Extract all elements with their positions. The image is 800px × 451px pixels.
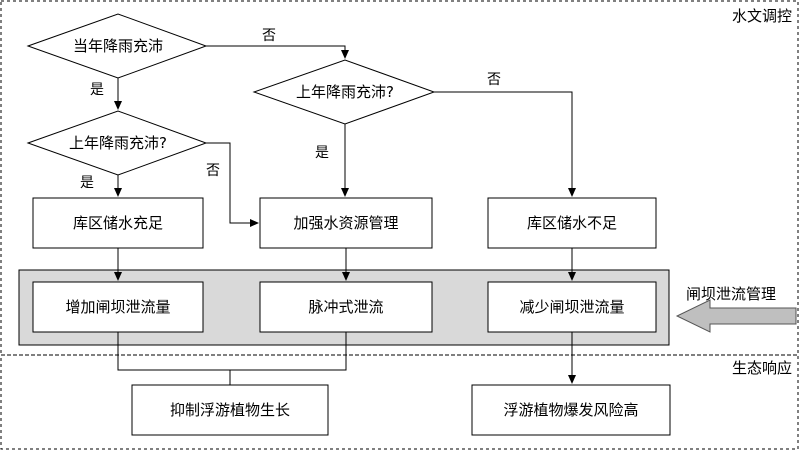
edge-d3-no: [206, 142, 259, 227]
box-pulse-discharge: [259, 281, 433, 333]
box-increase-discharge-label: 增加闸坝泄流量: [65, 298, 170, 316]
box-high-bloom-risk: [471, 384, 671, 436]
edge-d1-no: [206, 45, 349, 59]
box-suppress-growth-label: 抑制浮游植物生长: [170, 401, 290, 419]
edge-d1-no-label: 否: [262, 28, 276, 44]
dam-management-label: 闸坝泄流管理: [686, 285, 776, 303]
box-reduce-discharge-label: 减少闸坝泄流量: [519, 298, 624, 316]
edge-d2-no: [434, 91, 576, 197]
decision-current-year-rain-label: 当年降雨充沛: [73, 37, 163, 55]
box-strengthen-management-label: 加强水资源管理: [293, 214, 398, 232]
box-reduce-discharge: [487, 281, 657, 333]
section-label-ecology: 生态响应: [732, 359, 792, 377]
box-suppress-growth: [131, 384, 329, 436]
decision-prev-year-rain-left-label: 上年降雨充沛?: [69, 134, 167, 152]
box-pulse-discharge-label: 脉冲式泄流: [308, 298, 383, 316]
box-storage-sufficient-label: 库区储水充足: [73, 214, 163, 232]
edge-d3-no-label: 否: [206, 163, 220, 179]
box-storage-insufficient-label: 库区储水不足: [527, 214, 617, 232]
edge-d1-yes-label: 是: [90, 82, 104, 98]
ecology-frame: [0, 354, 799, 450]
dam-management-arrow: [675, 299, 797, 333]
edge-d2-no-label: 否: [487, 72, 501, 88]
edge-d3-yes-label: 是: [80, 175, 94, 191]
box-high-bloom-risk-label: 浮游植物爆发风险高: [503, 401, 638, 419]
section-label-hydrology: 水文调控: [732, 7, 792, 25]
edge-d2-yes-label: 是: [315, 145, 329, 161]
edge-merge-bracket: [117, 332, 347, 371]
decision-prev-year-rain-right-label: 上年降雨充沛?: [296, 83, 394, 101]
box-storage-sufficient: [32, 197, 204, 249]
